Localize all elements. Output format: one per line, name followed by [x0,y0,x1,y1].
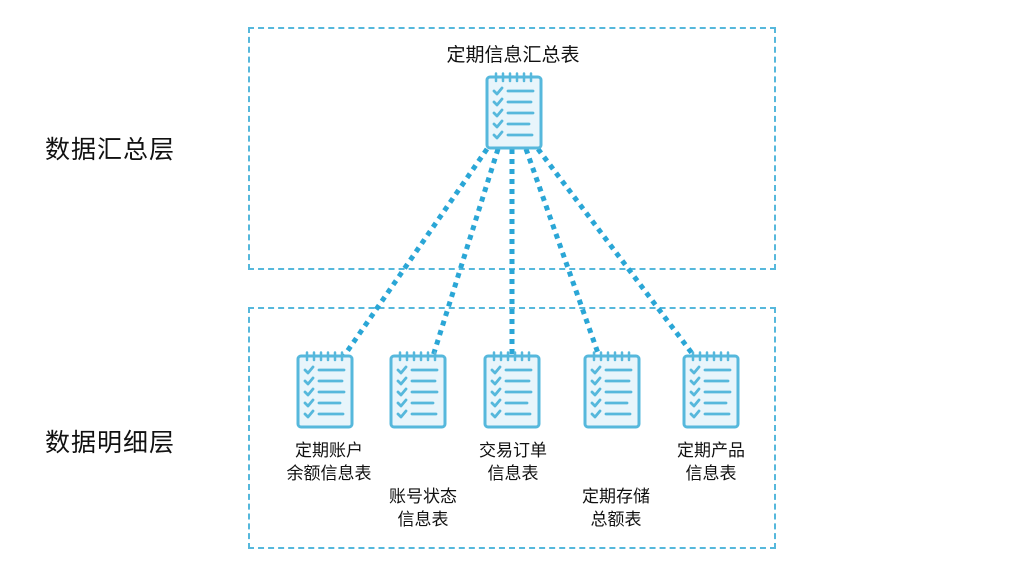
summary-layer-label: 数据汇总层 [45,135,176,164]
connector-line [536,147,696,358]
caption-line-1: 定期产品 [677,441,745,461]
detail-table-caption: 定期存储 总额表 [551,486,681,532]
detail-table-caption: 定期账户 余额信息表 [264,440,394,486]
checklist-document-icon [485,72,543,150]
caption-line-1: 定期账户 [295,441,363,461]
checklist-document-icon [483,351,541,429]
connector-line [430,148,501,357]
checklist-document-icon [682,351,740,429]
caption-line-2: 总额表 [590,510,642,530]
detail-table-caption: 交易订单 信息表 [448,440,578,486]
detail-layer-box [248,307,776,549]
detail-table-caption: 定期产品 信息表 [646,440,776,486]
checklist-document-icon [389,351,447,429]
caption-line-1: 交易订单 [479,441,547,461]
summary-table-title: 定期信息汇总表 [446,44,580,66]
connector-line [523,148,602,357]
caption-line-2: 信息表 [397,510,449,530]
detail-table-caption: 账号状态 信息表 [358,486,488,532]
caption-line-1: 定期存储 [582,487,650,507]
caption-line-1: 账号状态 [389,487,457,507]
caption-line-2: 信息表 [487,464,539,484]
connector-line [341,147,490,358]
caption-line-2: 余额信息表 [286,464,372,484]
checklist-document-icon [296,351,354,429]
checklist-document-icon [583,351,641,429]
caption-line-2: 信息表 [685,464,737,484]
detail-layer-label: 数据明细层 [45,428,176,457]
